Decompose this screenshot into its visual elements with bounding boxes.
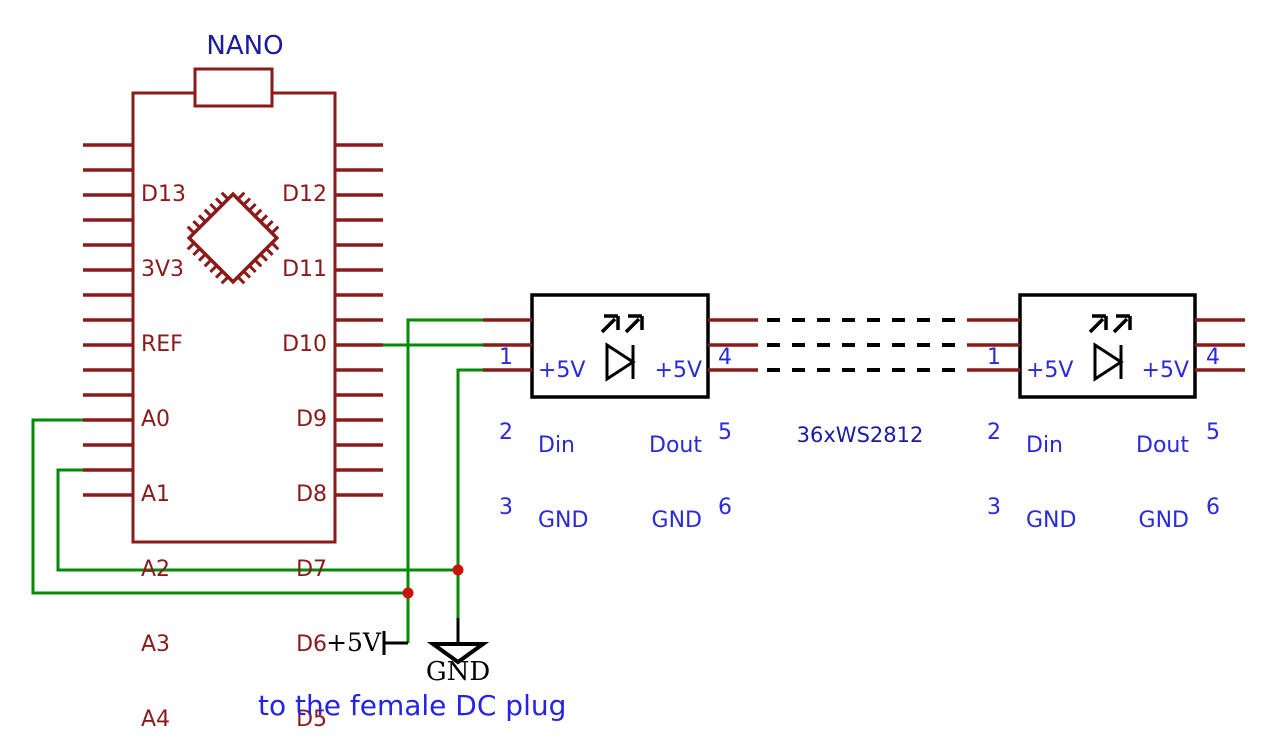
pin-label-d10: D10: [282, 332, 327, 357]
gnd-label: GND: [425, 657, 491, 687]
led-pin-label-5v: +5V: [538, 358, 586, 383]
nano-title: NANO: [206, 31, 284, 61]
pin-label-d13: D13: [141, 182, 186, 207]
led-pin-label-din: Din: [1026, 433, 1063, 458]
pin-label-d11: D11: [282, 257, 327, 282]
pin-label-d9: D9: [296, 407, 327, 432]
led-pin-label-dout: Dout: [649, 433, 702, 458]
pin-number: 4: [1206, 345, 1220, 370]
pin-number: 6: [718, 495, 732, 520]
nano-right-pin-labels: D12 D11 D10 D9 D8 D7 D6 D5 D4 D3 D2 GND1…: [203, 132, 327, 751]
led2-pin-numbers-right: 4 5 6: [1197, 295, 1229, 570]
pin-label-ref: REF: [141, 332, 183, 357]
pin-label-a0: A0: [141, 407, 171, 432]
led2-labels-right: +5V Dout GND: [1106, 308, 1189, 583]
pin-number: 5: [1206, 420, 1220, 445]
junction-dot-5v: [402, 587, 414, 599]
led2-pin-numbers-left: 1 2 3: [978, 295, 1010, 570]
led1-labels-right: +5V Dout GND: [619, 308, 702, 583]
wire-5v-net: [31, 318, 483, 643]
led-module-pin-stubs: [483, 318, 1245, 372]
nano-left-pin-stubs: [83, 143, 133, 497]
led-pin-label-5v: +5V: [654, 358, 702, 383]
led-pin-label-gnd: GND: [651, 508, 702, 533]
nano-usb-connector: [193, 67, 274, 108]
led-module-1-body: [530, 293, 710, 399]
led-emission-arrows-icon: [1088, 314, 1132, 334]
nano-left-pin-labels: D13 3V3 REF A0 A1 A2 A3 A4 A5 A6 A7 5V R…: [141, 132, 205, 751]
pin-number: 3: [987, 495, 1001, 520]
pin-number: 3: [499, 495, 513, 520]
pin-label-d5: D5: [296, 707, 327, 732]
nano-body: [131, 91, 337, 544]
pin-label-3v3: 3V3: [141, 257, 185, 282]
strip-count-label: 36xWS2812: [796, 423, 924, 447]
pin-label-a4: A4: [141, 707, 171, 732]
pin-label-d12: D12: [282, 182, 327, 207]
pin-number: 5: [718, 420, 732, 445]
led-pin-label-5v: +5V: [1141, 358, 1189, 383]
pin-number: 1: [987, 345, 1001, 370]
nano-right-pin-stubs: [335, 143, 383, 497]
led-pin-label-gnd: GND: [1138, 508, 1189, 533]
led-pin-label-gnd: GND: [1026, 508, 1077, 533]
plus5v-symbol-icon: [382, 631, 408, 655]
led-pin-label-5v: +5V: [1026, 358, 1074, 383]
plus5v-label: +5V: [326, 628, 381, 657]
pin-number: 2: [499, 420, 513, 445]
led-diode-icon: [1093, 342, 1124, 382]
pin-number: 2: [987, 420, 1001, 445]
wire-gnd-net: [56, 368, 483, 618]
led-diode-icon: [605, 342, 636, 382]
pin-number: 6: [1206, 495, 1220, 520]
pin-label-a1: A1: [141, 482, 171, 507]
led-strip-bus-dashes: [767, 318, 962, 372]
mcu-chip-icon: [186, 191, 280, 285]
led1-labels-left: +5V Din GND: [538, 308, 588, 583]
led-pin-label-dout: Dout: [1136, 433, 1189, 458]
led2-labels-left: +5V Din GND: [1026, 308, 1076, 583]
pin-number: 1: [499, 345, 513, 370]
pin-label-d6: D6: [296, 632, 327, 657]
pin-number: 4: [718, 345, 732, 370]
pin-label-d8: D8: [296, 482, 327, 507]
led-pin-label-gnd: GND: [538, 508, 589, 533]
led1-pin-numbers-right: 4 5 6: [709, 295, 741, 570]
pin-label-a3: A3: [141, 632, 171, 657]
pin-label-d7: D7: [296, 557, 327, 582]
junction-dot-gnd: [452, 564, 464, 576]
led-module-2-body: [1018, 293, 1197, 399]
caption-text: to the female DC plug: [258, 689, 567, 722]
led-emission-arrows-icon: [600, 314, 644, 334]
gnd-symbol-icon: [426, 618, 490, 665]
pin-label-a2: A2: [141, 557, 171, 582]
led-pin-label-din: Din: [538, 433, 575, 458]
led1-pin-numbers-left: 1 2 3: [490, 295, 522, 570]
